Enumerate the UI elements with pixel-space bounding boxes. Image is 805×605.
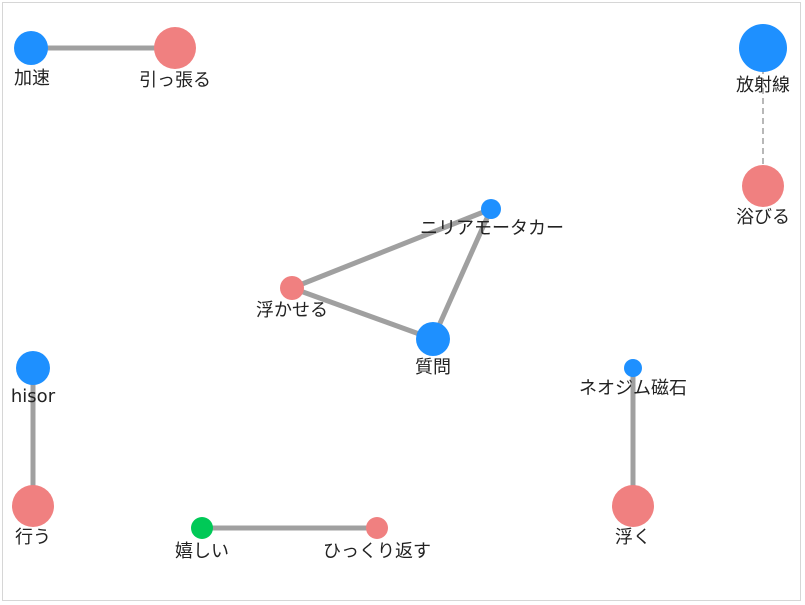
node-circle-hisor[interactable] [16, 351, 50, 385]
node-circle-uku[interactable] [612, 485, 654, 527]
node-circle-ureshii[interactable] [191, 517, 213, 539]
edges-layer [30, 45, 764, 531]
node-circle-neojimu[interactable] [624, 359, 642, 377]
node-circle-linear[interactable] [481, 199, 501, 219]
node-uku[interactable]: 浮く [612, 485, 654, 548]
node-circle-houshasen[interactable] [739, 24, 787, 72]
node-label-houshasen: 放射線 [736, 75, 790, 96]
node-houshasen[interactable]: 放射線 [736, 24, 790, 96]
node-circle-ukaseru[interactable] [280, 276, 304, 300]
node-circle-kasoku[interactable] [14, 31, 48, 65]
node-label-hisor: hisor [11, 386, 56, 407]
node-circle-hikkuri[interactable] [366, 517, 388, 539]
node-shitsumon[interactable]: 質問 [415, 322, 451, 378]
node-circle-okonau[interactable] [12, 485, 54, 527]
node-label-okonau: 行う [15, 527, 51, 548]
node-label-ureshii: 嬉しい [175, 541, 229, 562]
edge-linear-ukaseru [291, 206, 492, 291]
node-neojimu[interactable]: ネオジム磁石 [579, 359, 687, 399]
node-label-hipparu: 引っ張る [139, 70, 211, 91]
node-label-uku: 浮く [615, 527, 651, 548]
node-label-linear: ニリアモータカー [420, 218, 564, 239]
node-label-shitsumon: 質問 [415, 357, 451, 378]
node-label-abiru: 浴びる [736, 207, 790, 228]
node-label-neojimu: ネオジム磁石 [579, 378, 687, 399]
node-ukaseru[interactable]: 浮かせる [256, 276, 328, 321]
node-circle-abiru[interactable] [742, 165, 784, 207]
node-ureshii[interactable]: 嬉しい [175, 517, 229, 562]
node-circle-hipparu[interactable] [154, 27, 196, 69]
node-hikkuri[interactable]: ひっくり返す [323, 517, 431, 562]
node-label-hikkuri: ひっくり返す [323, 541, 431, 562]
node-label-kasoku: 加速 [14, 68, 50, 89]
node-circle-shitsumon[interactable] [416, 322, 450, 356]
edge-ukaseru-shitsumon [291, 285, 434, 342]
node-linear[interactable]: ニリアモータカー [420, 199, 564, 239]
edge-linear-shitsumon [430, 207, 494, 341]
node-okonau[interactable]: 行う [12, 485, 54, 548]
node-kasoku[interactable]: 加速 [14, 31, 50, 89]
node-hisor[interactable]: hisor [11, 351, 56, 407]
node-hipparu[interactable]: 引っ張る [139, 27, 211, 91]
node-label-ukaseru: 浮かせる [256, 300, 328, 321]
node-abiru[interactable]: 浴びる [736, 165, 790, 228]
